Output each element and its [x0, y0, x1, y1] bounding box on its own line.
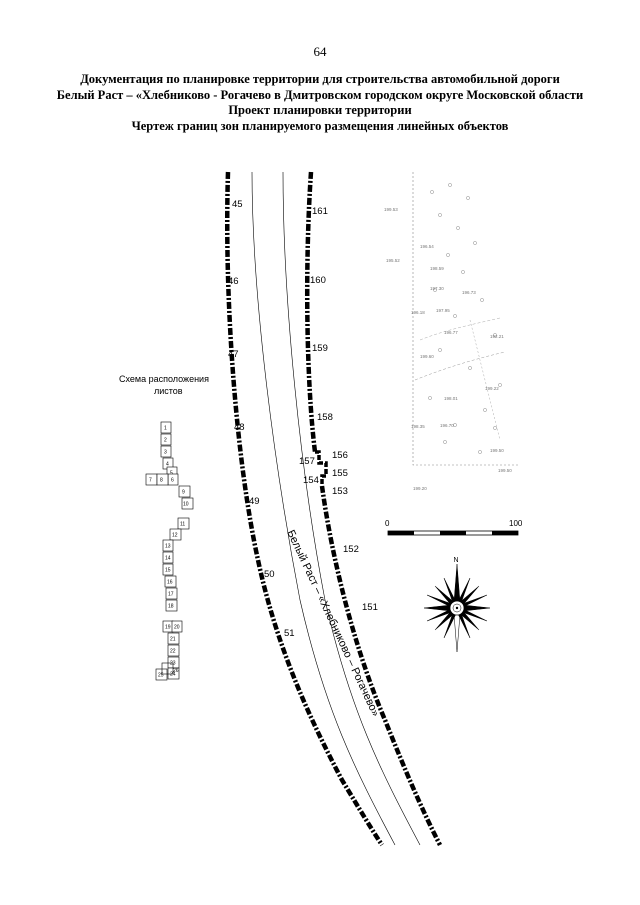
right-boundary-labels: 161 160 159 158 157 156 155 154 153 152 … [299, 206, 378, 613]
road-edge-left [251, 171, 396, 846]
document-header: Документация по планировке территории дл… [20, 72, 620, 134]
svg-text:15: 15 [165, 568, 171, 574]
svg-text:17: 17 [168, 592, 174, 598]
topo-label-9: 196.77 [444, 330, 458, 335]
point-label-155: 155 [332, 468, 348, 479]
svg-text:5: 5 [170, 471, 173, 477]
svg-text:12: 12 [172, 533, 178, 539]
topo-label-16: 199.50 [490, 448, 504, 453]
topo-label-12: 196.70 [440, 423, 454, 428]
scheme-caption-line-1: Схема расположения [119, 374, 209, 384]
point-label-51: 51 [284, 628, 295, 639]
topo-label-11: 198.01 [444, 396, 458, 401]
north-label: N [454, 557, 459, 564]
svg-text:11: 11 [180, 522, 185, 528]
point-label-154: 154 [303, 475, 319, 486]
point-label-159: 159 [312, 343, 328, 354]
topo-label-1: 199.53 [384, 207, 398, 212]
scheme-caption-line-2: листов [154, 386, 183, 396]
point-label-46: 46 [228, 276, 239, 287]
topo-label-18: 199.20 [413, 486, 427, 491]
svg-text:6: 6 [171, 478, 174, 484]
right-zone-notch [315, 450, 328, 486]
page-number: 64 [313, 44, 327, 59]
point-label-50: 50 [264, 569, 275, 580]
svg-text:8: 8 [160, 478, 163, 484]
header-line-2: Белый Раст – «Хлебниково - Рогачево в Дм… [56, 87, 584, 102]
svg-text:22: 22 [170, 649, 176, 655]
scale-bar-start: 0 [385, 519, 390, 528]
topo-label-13: 192.21 [490, 334, 504, 339]
svg-text:3: 3 [164, 450, 167, 456]
topo-label-3: 196.54 [420, 244, 434, 249]
topo-label-2: 195.52 [386, 258, 400, 263]
svg-text:2: 2 [164, 438, 167, 444]
topo-label-5: 197.30 [430, 286, 444, 291]
point-label-156: 156 [332, 450, 348, 461]
svg-text:26: 26 [173, 668, 179, 674]
point-label-48: 48 [234, 422, 245, 433]
svg-text:25: 25 [158, 673, 164, 679]
scale-bar-end: 100 [509, 519, 523, 528]
topographic-fragment: 199.53 195.52 196.54 198.59 197.30 196.1… [384, 172, 518, 491]
right-zone-boundary-lower [319, 485, 443, 847]
left-zone-boundary [225, 171, 384, 847]
header-line-3: Проект планировки территории [228, 103, 412, 117]
point-label-49: 49 [249, 496, 260, 507]
svg-text:20: 20 [174, 625, 180, 631]
svg-text:24: 24 [170, 672, 176, 678]
left-boundary-labels: 45 46 47 48 49 50 51 [228, 199, 295, 639]
svg-text:1: 1 [164, 426, 167, 432]
topo-label-10: 199.60 [420, 354, 434, 359]
svg-text:14: 14 [165, 556, 171, 562]
topo-label-8: 197.95 [436, 308, 450, 313]
topo-label-17: 199.50 [498, 468, 512, 473]
point-label-152: 152 [343, 544, 359, 555]
topo-label-4: 198.59 [430, 266, 444, 271]
right-zone-boundary [304, 171, 318, 453]
topo-label-15: 198.35 [411, 424, 425, 429]
svg-text:4: 4 [166, 462, 169, 468]
point-label-47: 47 [228, 349, 239, 360]
svg-text:7: 7 [149, 478, 152, 484]
topo-label-6: 196.18 [411, 310, 425, 315]
road-edge-right [282, 171, 421, 846]
topo-label-14: 199.22 [485, 386, 499, 391]
point-label-161: 161 [312, 206, 328, 217]
svg-text:13: 13 [165, 544, 171, 550]
svg-text:18: 18 [168, 604, 174, 610]
topo-label-7: 196.73 [462, 290, 476, 295]
point-label-160: 160 [310, 275, 326, 286]
sheet-layout-scheme: 1 2 3 4 5 6 7 8 9 10 11 12 13 14 15 16 1… [145, 421, 194, 681]
point-label-158: 158 [317, 412, 333, 423]
point-label-157: 157 [299, 456, 315, 467]
point-label-151: 151 [362, 602, 378, 613]
point-label-45: 45 [232, 199, 243, 210]
scale-bar: 0 100 [385, 519, 523, 536]
svg-text:21: 21 [170, 637, 176, 643]
svg-text:10: 10 [183, 502, 189, 508]
svg-text:16: 16 [167, 580, 173, 586]
header-line-4: Чертеж границ зон планируемого размещени… [131, 118, 509, 133]
north-arrow-icon: N [423, 557, 491, 653]
svg-text:9: 9 [182, 490, 185, 496]
header-line-1: Документация по планировке территории дл… [80, 72, 560, 86]
point-label-153: 153 [332, 486, 348, 497]
svg-text:19: 19 [165, 625, 171, 631]
